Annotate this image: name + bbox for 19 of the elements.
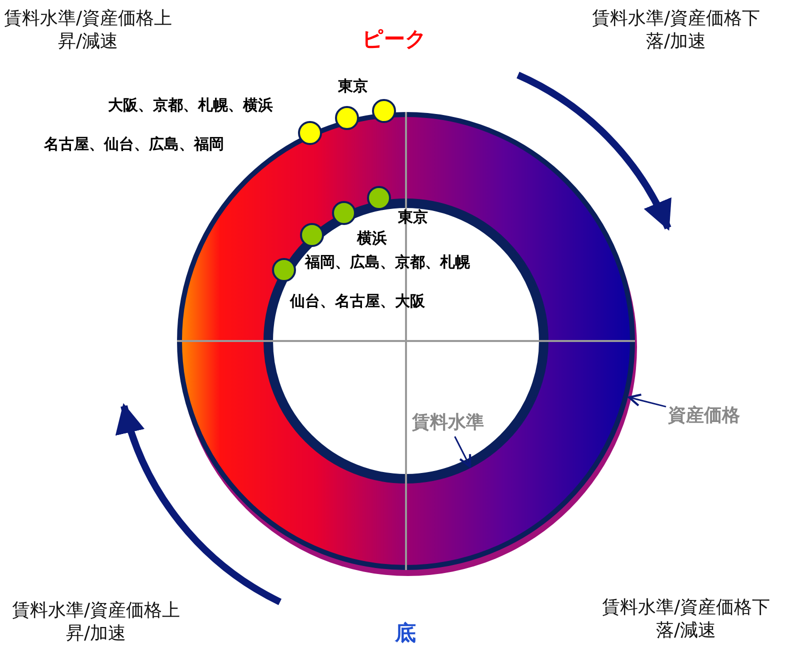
city-label: 横浜 xyxy=(357,229,387,248)
city-label: 仙台、名古屋、大阪 xyxy=(290,292,425,311)
peak-label: ピーク xyxy=(362,26,427,52)
city-label: 東京 xyxy=(398,208,428,227)
quadrant-label: 賃料水準/資産価格上昇/減速 xyxy=(2,8,174,53)
ring-band xyxy=(177,112,635,570)
label-text: 資産価格 xyxy=(668,405,740,428)
city-label: 東京 xyxy=(338,77,368,96)
leader-line xyxy=(454,436,472,468)
label-text: 賃料水準 xyxy=(412,412,484,434)
city-label: 福岡、広島、京都、札幌 xyxy=(305,253,470,272)
city-label: 名古屋、仙台、広島、福岡 xyxy=(44,135,224,154)
city-label: 大阪、京都、札幌、横浜 xyxy=(108,96,273,115)
bottom-label: 底 xyxy=(395,620,416,646)
inner-circle xyxy=(266,201,546,481)
quadrant-label: 賃料水準/資産価格下落/減速 xyxy=(600,597,772,642)
leader-line xyxy=(628,394,666,408)
quadrant-label: 賃料水準/資産価格上昇/加速 xyxy=(10,600,182,645)
quadrant-label: 賃料水準/資産価格下落/加速 xyxy=(590,8,762,53)
